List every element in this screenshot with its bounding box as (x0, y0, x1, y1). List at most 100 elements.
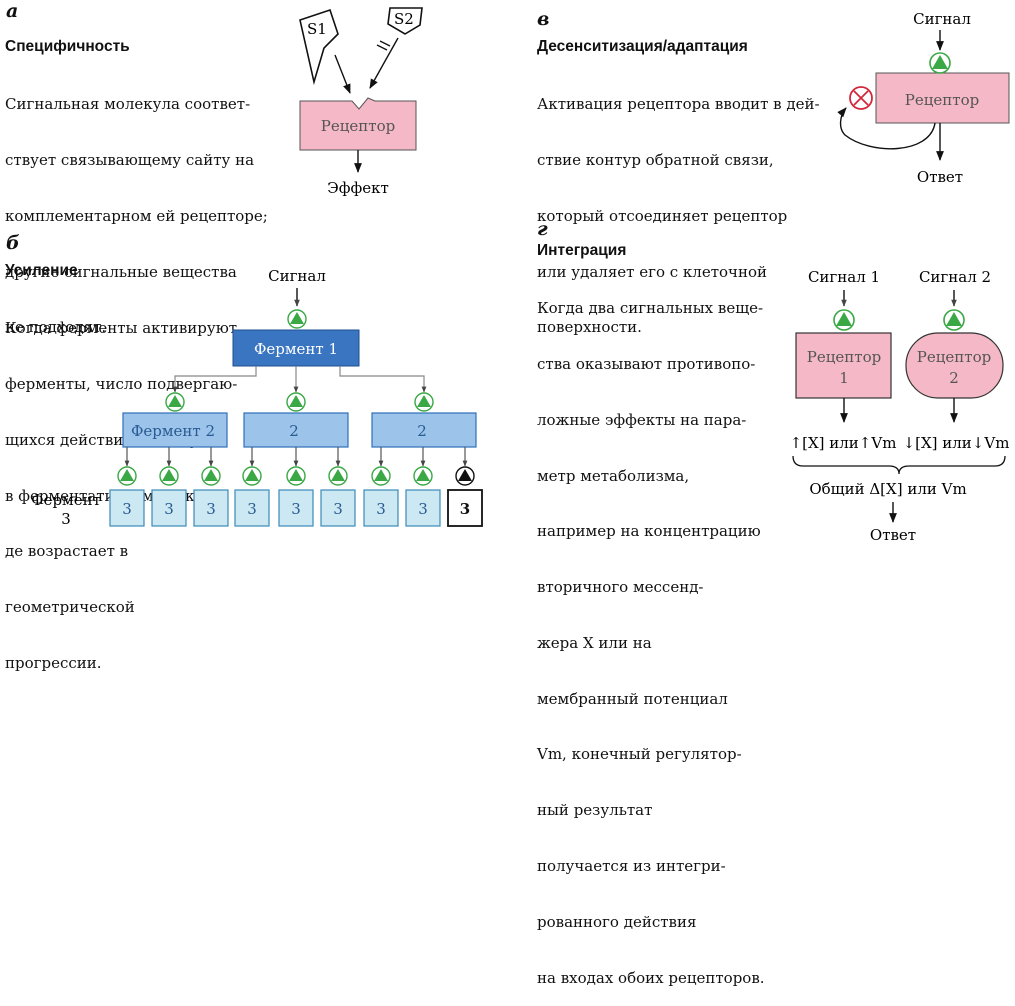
panel-b-letter: б (6, 232, 20, 254)
activation-icon (413, 466, 433, 486)
activation-icon (455, 466, 475, 486)
panel-g-body-line: вторичного мессенд- (537, 578, 704, 597)
panel-b-body-line: ферменты, число подвергаю- (5, 374, 238, 393)
enzyme-3-side-label: Фермент (31, 491, 101, 509)
total-label: Общий Δ[X] или Vm (809, 480, 966, 498)
panel-g-body-line: метр метаболизма, (537, 466, 690, 485)
panel-v-body-line: Активация рецептора вводит в дей- (537, 95, 820, 114)
panel-a-letter: а (6, 0, 19, 22)
enzyme-3-box (234, 489, 270, 527)
enzyme-3-label: 3 (122, 500, 132, 518)
receptor-2-number: 2 (949, 369, 959, 387)
panel-v-body: Активация рецептора вводит в дей- ствие … (537, 58, 820, 356)
receptor-1-number: 1 (839, 369, 849, 387)
enzyme-2-label: 2 (289, 422, 299, 440)
receptor-1-box (795, 332, 892, 399)
s2-block-tick (379, 40, 391, 47)
enzyme-2-box (371, 412, 477, 448)
panel-g-body-line: Когда два сигнальных веще- (537, 299, 764, 318)
panel-g-body-line: на входах обоих рецепторов. (537, 968, 765, 987)
receptor-box (299, 97, 417, 151)
panel-g-body-line: рованного действия (537, 912, 697, 931)
activation-icon (286, 466, 306, 486)
enzyme-3-box (193, 489, 229, 527)
signal-label: Сигнал (913, 10, 971, 28)
effect-2-label: ↓[X] или↓Vm (903, 434, 1010, 452)
panel-v-body-line: поверхности. (537, 318, 642, 337)
panel-g-body-line: ложные эффекты на пара- (537, 410, 747, 429)
panel-g-letter: г (537, 218, 548, 240)
panel-g-body-line: ства оказывают противопо- (537, 354, 756, 373)
panel-v-body-line: ствие контур обратной связи, (537, 150, 774, 169)
activation-icon (287, 309, 307, 329)
signal-1-label: Сигнал 1 (808, 268, 880, 286)
activation-icon (371, 466, 391, 486)
activation-triangle-icon (932, 55, 948, 69)
panel-a-body-line: другие сигнальные вещества (5, 262, 237, 281)
enzyme-2-box (122, 412, 228, 448)
enzyme-2-label: Фермент 2 (131, 422, 215, 440)
activation-icon (943, 309, 965, 331)
panel-a-heading: Специфичность (5, 38, 130, 55)
enzyme-2-label: 2 (417, 422, 427, 440)
activation-icon (414, 392, 434, 412)
activation-icon (117, 466, 137, 486)
panel-v-letter: в (537, 8, 550, 30)
response-label: Ответ (870, 526, 916, 544)
signal-label: Сигнал (268, 267, 326, 285)
s2-label: S2 (394, 10, 414, 28)
panel-b-body-line: Когда ферменты активируют (5, 319, 238, 338)
panel-g-heading: Интеграция (537, 242, 627, 259)
response-label: Ответ (917, 168, 963, 186)
panel-g-body-line: получается из интегри- (537, 857, 726, 875)
enzyme-3-box (320, 489, 356, 527)
s2-molecule-shape (387, 7, 423, 35)
inhibition-cross (853, 90, 869, 106)
panel-b-body-line: геометрической (5, 598, 135, 617)
desensitization-diagram: Сигнал Рецептор Ответ (837, 10, 1010, 186)
enzyme-3-label: 3 (418, 500, 428, 518)
activation-icon (159, 466, 179, 486)
enzyme-2-box (243, 412, 349, 448)
panel-b-body-line: прогрессии. (5, 653, 102, 672)
amplification-diagram: Сигнал Фермент 1 Фермент 2 2 2 3 3 3 3 3 3 3 3 3 Ф… (31, 267, 483, 528)
integration-diagram: Сигнал 1 Сигнал 2 Рецептор 1 Рецептор 2 … (790, 268, 1010, 544)
panel-v-heading: Десенситизация/адаптация (537, 38, 748, 55)
enzyme-3-label: 3 (333, 500, 343, 518)
panel-g-body-line: жера X или на (537, 633, 652, 652)
enzyme-3-box (109, 489, 145, 527)
enzyme-3-label: 3 (164, 500, 174, 518)
panel-g-body-line: ный результат (537, 801, 653, 820)
panel-a-body-line: Сигнальная молекула соответ- (5, 95, 251, 114)
s2-block-tick (376, 44, 388, 51)
activation-icon (165, 392, 185, 412)
panel-g-body-line: мембранный потенциал (537, 689, 728, 708)
s1-label: S1 (307, 20, 327, 38)
activation-icon (242, 466, 262, 486)
activation-icon (286, 392, 306, 412)
enzyme-3-side-label: 3 (61, 510, 71, 528)
diagram-canvas: S1 S2 Рецептор Эффект Сигнал Рецептор От… (31, 7, 1010, 544)
enzyme-3-label: 3 (291, 500, 301, 518)
activation-icon (201, 466, 221, 486)
specificity-diagram: S1 S2 Рецептор Эффект (299, 7, 423, 197)
enzyme-3-label: 3 (247, 500, 257, 518)
effect-label: Эффект (327, 179, 389, 197)
receptor-2-label: Рецептор (917, 348, 991, 366)
integration-brace (792, 455, 1006, 475)
panel-a-body-line: не подходят. (5, 318, 107, 337)
panel-a-body-line: комплементарном ей рецепторе; (5, 206, 268, 225)
enzyme-3-label: 3 (376, 500, 386, 518)
panel-a-body-line: ствует связывающему сайту на (5, 150, 255, 169)
branch-line (172, 366, 257, 393)
enzyme-3-box (405, 489, 441, 527)
enzyme-3-box (447, 489, 483, 527)
activation-icon (833, 309, 855, 331)
enzyme-3-box (363, 489, 399, 527)
enzyme-1-label: Фермент 1 (254, 340, 338, 358)
s1-molecule-shape (299, 8, 339, 86)
feedback-loop-arrow (837, 107, 936, 150)
receptor-1-label: Рецептор (807, 348, 881, 366)
enzyme-3-label: 3 (460, 500, 470, 518)
panel-b-body-line: де возрастает в (5, 542, 129, 561)
